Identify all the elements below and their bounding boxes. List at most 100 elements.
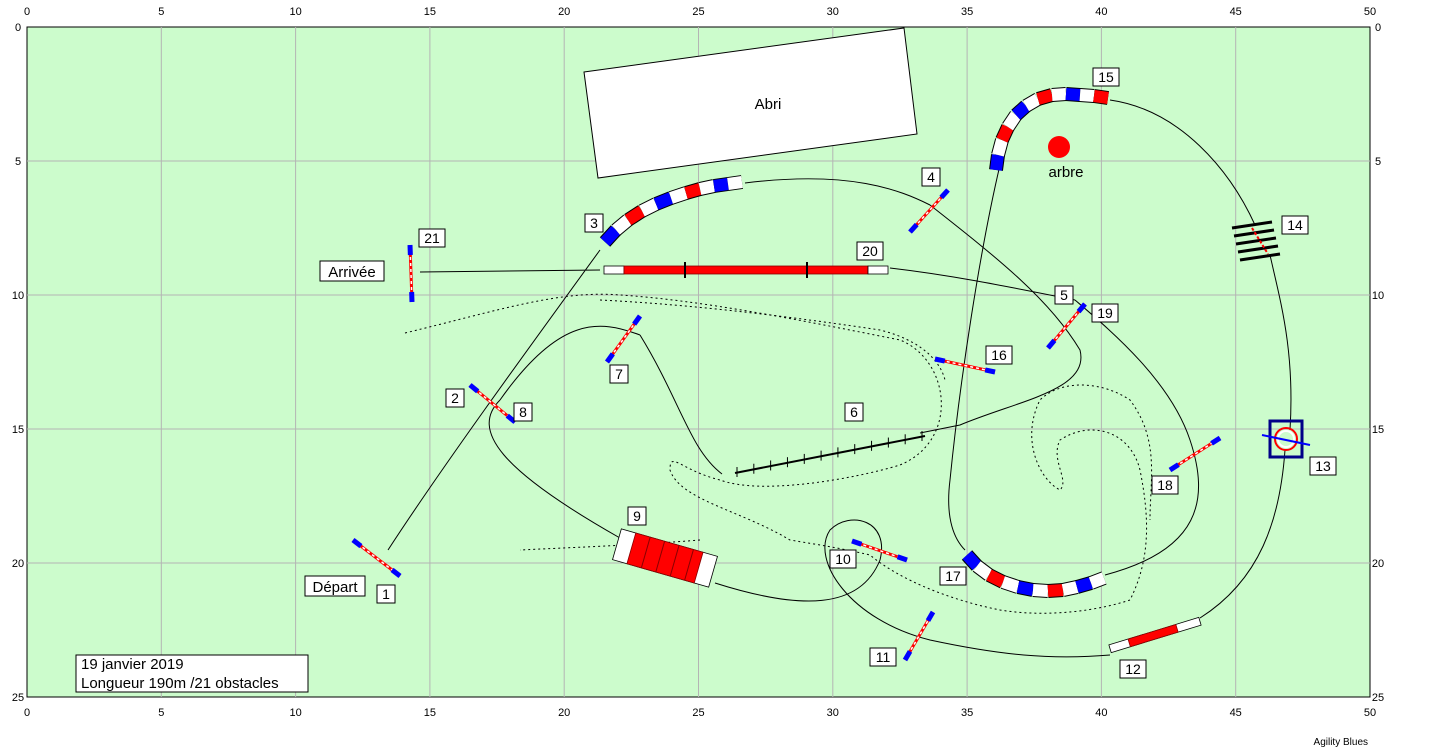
jump-5-19: [1046, 302, 1087, 350]
number-label-text: 7: [615, 366, 623, 382]
number-label-text: 5: [1060, 287, 1068, 303]
tunnel-3: [599, 175, 743, 247]
jump-7: [604, 314, 643, 364]
number-label-text: 11: [876, 649, 891, 665]
number-label-box: [1309, 456, 1337, 476]
y-tick-right: 0: [1375, 22, 1381, 34]
number-label-text: 4: [927, 169, 935, 185]
number-label-box: [1091, 303, 1119, 323]
tunnel-segment: [1088, 572, 1107, 589]
jump-wing: [351, 538, 363, 549]
credit-text: Agility Blues: [1313, 737, 1368, 748]
number-label-text: 1: [382, 586, 390, 602]
x-tick-bottom: 0: [24, 707, 30, 719]
tunnel-segment: [962, 550, 982, 571]
jump-4: [908, 188, 950, 234]
jump-wing: [851, 538, 863, 547]
finish-label-box: Arrivée: [319, 260, 385, 282]
tunnel-segment: [1061, 581, 1079, 596]
course-length: Longueur 190m /21 obstacles: [81, 675, 279, 692]
jump-1: [351, 538, 402, 578]
tree: arbre: [1048, 136, 1084, 181]
number-label-text: 10: [835, 551, 851, 567]
tunnel-segment: [1065, 88, 1081, 101]
number-label-12: 12: [1119, 659, 1147, 679]
number-label-box: [985, 345, 1013, 365]
number-label-text: 6: [850, 404, 858, 420]
jumps: [351, 188, 1222, 662]
tunnel-segment: [990, 154, 1004, 171]
jump-wing: [604, 352, 615, 364]
dogwalk-20: [603, 262, 889, 278]
jump-bar-stripe: [934, 358, 996, 373]
number-label-18: 18: [1151, 475, 1179, 495]
number-label-text: 15: [1098, 69, 1114, 85]
number-label-13: 13: [1309, 456, 1337, 476]
y-tick-right: 20: [1372, 558, 1384, 570]
tunnel-segment: [612, 215, 632, 235]
tunnel-segment: [973, 561, 993, 580]
number-label-text: 9: [633, 508, 641, 524]
number-label-box: [844, 402, 864, 422]
tunnel-segment: [1075, 577, 1093, 593]
x-tick-top: 15: [424, 6, 436, 18]
number-label-19: 19: [1091, 303, 1119, 323]
tunnel-segment: [1079, 89, 1095, 102]
jump-21: [407, 244, 415, 303]
y-tick-left: 10: [12, 290, 24, 302]
number-label-text: 18: [1157, 477, 1173, 493]
number-label-box: [869, 647, 897, 667]
x-tick-bottom: 40: [1095, 707, 1107, 719]
number-label-2: 2: [445, 388, 465, 408]
jump-wing: [902, 650, 913, 662]
number-label-text: 17: [945, 568, 961, 584]
start-label-box: Départ: [304, 575, 366, 597]
number-label-20: 20: [856, 241, 884, 261]
tunnel-segment: [996, 124, 1014, 143]
number-label-14: 14: [1281, 215, 1309, 235]
number-label-box: [1151, 475, 1179, 495]
jump-11: [902, 610, 936, 662]
shelter: Abri: [583, 27, 918, 179]
x-tick-bottom: 35: [961, 707, 973, 719]
tunnel-segment: [992, 138, 1008, 157]
tunnel-segment: [1051, 88, 1067, 101]
number-label-box: [376, 584, 396, 604]
tunnel-segment: [713, 178, 729, 192]
number-label-9: 9: [627, 506, 647, 526]
number-label-text: 19: [1097, 305, 1113, 321]
y-tick-left: 15: [12, 424, 24, 436]
jump-wing: [984, 367, 996, 375]
tunnel-segment: [639, 198, 659, 217]
tunnel-segment: [624, 205, 646, 226]
x-tick-top: 30: [827, 6, 839, 18]
x-tick-top: 35: [961, 6, 973, 18]
x-tick-top: 10: [289, 6, 301, 18]
tyre-13: [1261, 419, 1311, 459]
weave-6: [734, 431, 926, 477]
tree-label: arbre: [1048, 164, 1083, 181]
number-label-15: 15: [1092, 67, 1120, 87]
jump-wing: [896, 554, 908, 563]
x-tick-bottom: 20: [558, 707, 570, 719]
y-tick-right: 5: [1375, 156, 1381, 168]
x-tick-bottom: 25: [692, 707, 704, 719]
jump-wing: [1076, 302, 1087, 314]
number-label-text: 13: [1315, 458, 1331, 474]
jump-wing: [1046, 338, 1057, 350]
jump-18: [1168, 435, 1222, 473]
jump-wing: [1210, 435, 1222, 446]
tunnel-segment: [1016, 581, 1035, 596]
tunnel-segment: [727, 176, 743, 190]
number-label-5: 5: [1054, 285, 1074, 305]
y-tick-left: 0: [15, 22, 21, 34]
shelter-label: Abri: [755, 96, 782, 113]
number-label-box: [418, 228, 446, 248]
number-label-7: 7: [609, 364, 629, 384]
x-tick-top: 50: [1364, 6, 1376, 18]
number-label-text: 12: [1125, 661, 1141, 677]
number-label-text: 8: [519, 404, 527, 420]
